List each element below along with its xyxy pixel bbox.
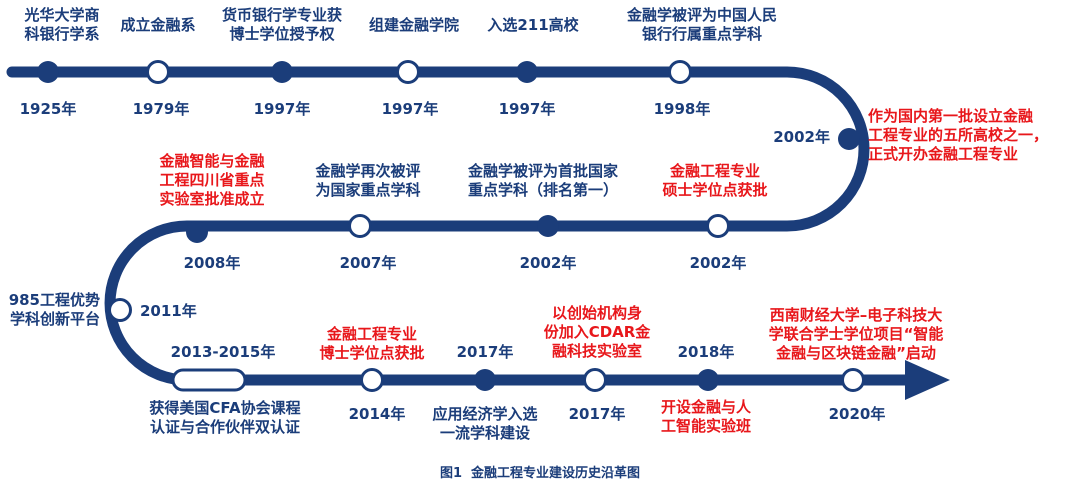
event-year-e2017a: 2017年: [456, 343, 514, 361]
event-label-e2002c: 金融学被评为首批国家 重点学科（排名第一）: [467, 162, 619, 199]
event-label-e2014: 金融工程专业 博士学位点获批: [319, 325, 425, 362]
timeline-marker-e2020: [841, 368, 865, 392]
event-year-e1925: 1925年: [19, 100, 77, 118]
timeline-marker-e2002c: [537, 215, 559, 237]
timeline-marker-e1997b: [396, 60, 420, 84]
figure-caption: 图1 金融工程专业建设历史沿革图: [439, 466, 641, 481]
event-label-e1997b: 组建金融学院: [368, 16, 460, 34]
event-year-e2007: 2007年: [339, 254, 397, 272]
timeline-marker-e1979: [146, 60, 170, 84]
timeline-marker-e2002b: [706, 214, 730, 238]
timeline-arrow-head: [905, 360, 950, 400]
event-label-e2002a: 作为国内第一批设立金融 工程专业的五所高校之一， 正式开办金融工程专业: [868, 107, 1049, 163]
timeline-marker-e2008: [186, 221, 208, 243]
event-year-e2014: 2014年: [348, 405, 406, 423]
event-label-e2017b: 以创始机构身 份加入CDAR金 融科技实验室: [543, 304, 651, 360]
timeline-marker-e1997c: [516, 61, 538, 83]
event-label-e2017a: 应用经济学入选 一流学科建设: [432, 405, 538, 442]
event-year-e1998: 1998年: [653, 100, 711, 118]
event-label-e1979: 成立金融系: [120, 16, 196, 34]
event-label-e1997a: 货币银行学专业获 博士学位授予权: [221, 6, 343, 43]
event-year-e2002a: 2002年: [773, 128, 830, 146]
event-year-e1997b: 1997年: [381, 100, 439, 118]
timeline-marker-e2018: [697, 369, 719, 391]
timeline-marker-e2011: [108, 298, 132, 322]
event-label-e2018: 开设金融与人 工智能实验班: [660, 398, 752, 435]
timeline-marker-e1925: [37, 61, 59, 83]
event-label-e1997c: 入选211高校: [487, 16, 579, 34]
timeline-marker-e2007: [348, 214, 372, 238]
timeline-marker-e2017a: [474, 369, 496, 391]
event-label-e1998: 金融学被评为中国人民 银行行属重点学科: [626, 6, 778, 43]
event-label-e2013: 获得美国CFA协会课程 认证与合作伙伴双认证: [149, 399, 301, 436]
event-label-e2011: 985工程优势 学科创新平台: [8, 291, 100, 328]
timeline-marker-e2014: [360, 368, 384, 392]
event-year-e2017b: 2017年: [568, 405, 626, 423]
event-year-e2020: 2020年: [828, 405, 886, 423]
event-label-e2020: 西南财经大学–电子科技大 学联合学士学位项目“智能 金融与区块链金融”启动: [768, 306, 944, 362]
event-year-e2002b: 2002年: [689, 254, 747, 272]
event-year-e2018: 2018年: [677, 343, 735, 361]
event-label-e1925: 光华大学商 科银行学系: [24, 6, 100, 43]
timeline-marker-e2013: [171, 368, 247, 392]
timeline-marker-e1998: [668, 60, 692, 84]
event-year-e1997a: 1997年: [253, 100, 311, 118]
event-label-e2002b: 金融工程专业 硕士学位点获批: [662, 162, 768, 199]
event-year-e2011: 2011年: [140, 302, 197, 320]
event-year-e2002c: 2002年: [519, 254, 577, 272]
event-label-e2008: 金融智能与金融 工程四川省重点 实验室批准成立: [159, 152, 265, 208]
timeline-marker-e2002a: [838, 128, 860, 150]
event-year-e2008: 2008年: [183, 254, 241, 272]
timeline-marker-e1997a: [271, 61, 293, 83]
event-year-e1979: 1979年: [132, 100, 190, 118]
timeline-track: [6, 66, 918, 386]
event-year-e1997c: 1997年: [498, 100, 556, 118]
event-label-e2007: 金融学再次被评 为国家重点学科: [315, 162, 421, 199]
timeline-marker-e2017b: [583, 368, 607, 392]
event-year-e2013: 2013-2015年: [170, 343, 276, 361]
